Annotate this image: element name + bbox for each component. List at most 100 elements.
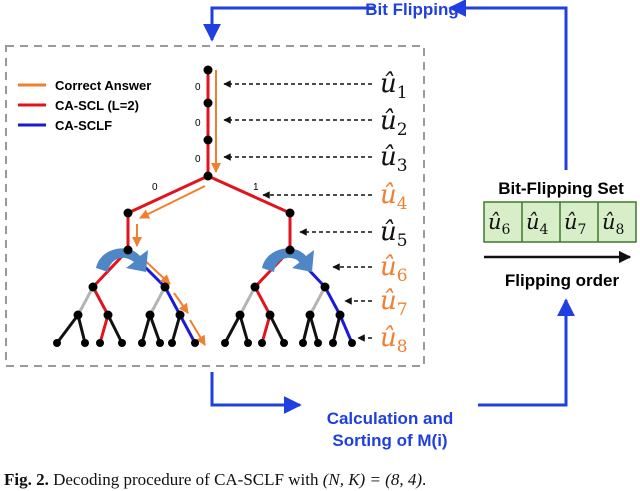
- tree-edge: [206, 174, 292, 215]
- tree-edge: [331, 313, 342, 345]
- curved-arrow-icon: [262, 248, 314, 272]
- set-item: û6: [488, 210, 511, 238]
- tree-leaf: [329, 339, 337, 347]
- u-hat-labels: û1 û2 û3 û4 û5 û6 û7 û8: [380, 69, 408, 357]
- tree-node: [160, 282, 170, 292]
- u-hat-5: û5: [380, 217, 408, 251]
- tree-node: [265, 310, 275, 320]
- edge-bit-label: 0: [195, 118, 201, 129]
- correct-path-segment: [173, 292, 189, 314]
- tree-edge: [301, 313, 312, 345]
- legend-label-scl: CA-SCL (L=2): [55, 98, 139, 113]
- caption-text: Decoding procedure of CA-SCLF with: [48, 470, 323, 489]
- tree-edge: [140, 313, 152, 345]
- tree-leaf: [81, 339, 89, 347]
- u-hat-4: û4: [380, 180, 408, 214]
- correct-path-segment: [189, 319, 206, 346]
- caption-suffix: .: [422, 470, 427, 489]
- tree-leaf: [138, 339, 146, 347]
- correct-path: [132, 70, 221, 346]
- correct-path-segment: [139, 185, 206, 219]
- tree-edge: [238, 285, 257, 317]
- tree-node: [335, 310, 345, 320]
- tree-leaf: [221, 339, 229, 347]
- u-hat-8: û8: [380, 323, 408, 357]
- tree-node: [145, 310, 155, 320]
- tree-node: [203, 65, 213, 75]
- tree-node: [203, 135, 213, 145]
- calculation-output-arrow: [210, 372, 302, 414]
- u-hat-3: û3: [380, 142, 408, 176]
- tree-edge: [338, 313, 354, 345]
- tree-edge: [178, 313, 197, 345]
- calculation-to-set-arrow: [478, 298, 575, 407]
- tree-node: [235, 310, 245, 320]
- edge-bit-label: 0: [152, 182, 158, 193]
- bottom-label-line1: Calculation and: [327, 409, 454, 428]
- u-hat-1: û1: [380, 69, 408, 103]
- tree-node: [175, 310, 185, 320]
- decoder-frame: [5, 45, 425, 367]
- tree-node: [285, 208, 295, 218]
- tree-edge: [223, 313, 242, 345]
- tree-edge: [238, 313, 250, 345]
- set-item: û8: [602, 210, 624, 238]
- bit-flipping-set-title: Bit-Flipping Set: [498, 179, 624, 198]
- u-hat-2: û2: [380, 106, 408, 140]
- tree-node: [88, 282, 98, 292]
- tree-edge: [91, 285, 110, 317]
- tree-edge: [308, 285, 327, 317]
- tree-edge: [106, 313, 124, 345]
- tree-leaf: [118, 339, 126, 347]
- tree-leaf: [96, 339, 104, 347]
- tree-node: [73, 310, 83, 320]
- flipping-order-label: Flipping order: [505, 271, 620, 290]
- tree-leaf: [156, 339, 164, 347]
- tree-leaf: [244, 339, 252, 347]
- caption-prefix: Fig. 2.: [4, 470, 49, 489]
- tree-edge: [98, 313, 110, 345]
- figure-caption: Fig. 2. Decoding procedure of CA-SCLF wi…: [4, 470, 640, 491]
- tree-leaf: [168, 339, 176, 347]
- set-item: û7: [564, 210, 586, 238]
- tree-node: [203, 98, 213, 108]
- tree-nodes: [53, 65, 356, 347]
- tree-edge: [148, 285, 167, 317]
- bit-flipping-feedback-arrow: [448, 0, 568, 170]
- bottom-label-line2: Sorting of M(i): [332, 431, 447, 450]
- tree-edge: [323, 285, 342, 317]
- edge-bit-label: 0: [195, 154, 201, 165]
- u-hat-6: û6: [380, 252, 408, 286]
- legend-label-sclf: CA-SCLF: [55, 118, 112, 133]
- tree-node: [203, 171, 213, 181]
- level-pointers: [223, 80, 372, 342]
- tree-leaf: [314, 339, 322, 347]
- legend-label-correct: Correct Answer: [55, 78, 151, 93]
- tree-node: [305, 310, 315, 320]
- tree-leaf: [299, 339, 307, 347]
- tree-edge: [308, 313, 320, 345]
- u-hat-7: û7: [380, 286, 408, 320]
- bit-flipping-set: Bit-Flipping Set û6 û4 û7 û8 Flipping or…: [483, 179, 637, 290]
- tree-node: [123, 208, 133, 218]
- caption-math: (N, K) = (8, 4): [322, 470, 422, 489]
- top-label: Bit Flipping: [365, 0, 458, 19]
- legend: Correct Answer CA-SCL (L=2) CA-SCLF: [18, 78, 151, 133]
- tree-leaf: [191, 339, 199, 347]
- edge-bit-label: 0: [195, 82, 201, 93]
- tree-edge: [170, 313, 182, 345]
- tree-edge: [76, 313, 87, 345]
- tree-edge: [76, 285, 95, 317]
- tree-edge: [268, 313, 286, 345]
- tree-node: [123, 245, 133, 255]
- tree-edge: [55, 313, 80, 345]
- tree-node: [250, 282, 260, 292]
- tree-leaf: [280, 339, 288, 347]
- tree-node: [103, 310, 113, 320]
- tree-edge: [126, 174, 210, 215]
- tree-leaf: [53, 339, 61, 347]
- edge-bit-label: 1: [253, 182, 259, 193]
- set-item: û4: [526, 210, 549, 238]
- tree-node: [320, 282, 330, 292]
- tree-leaf: [258, 339, 266, 347]
